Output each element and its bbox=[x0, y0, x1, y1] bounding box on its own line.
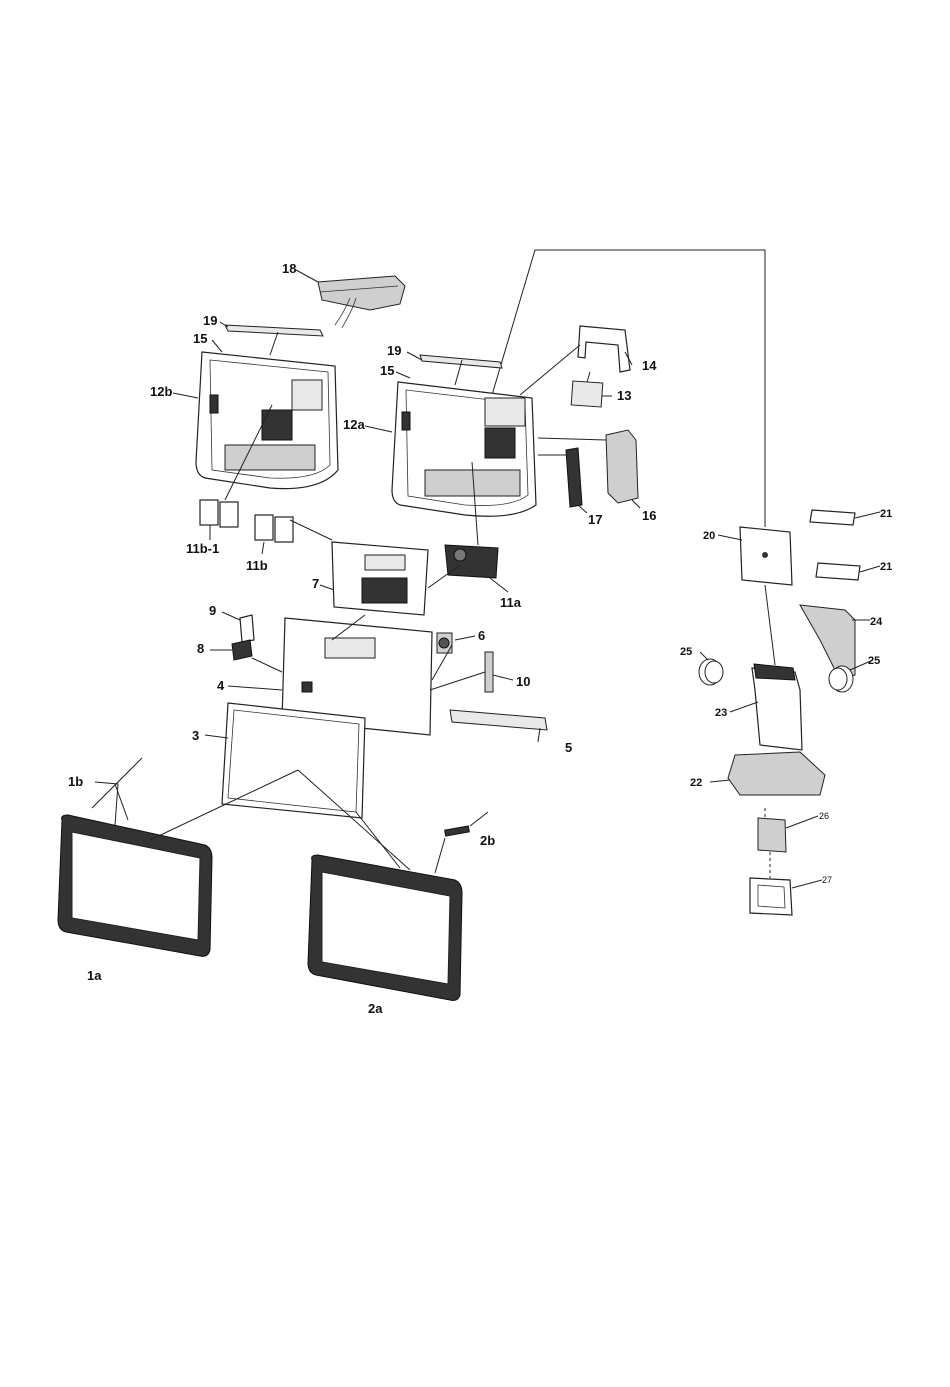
part-11b-1-shields bbox=[200, 500, 238, 527]
part-25-hinge-cap-left bbox=[699, 659, 723, 685]
label-25-left: 25 bbox=[680, 646, 692, 658]
part-20-vesa-plate bbox=[740, 527, 792, 585]
part-13-board bbox=[571, 381, 603, 407]
label-27: 27 bbox=[822, 875, 832, 885]
label-5: 5 bbox=[565, 740, 572, 755]
label-4: 4 bbox=[217, 678, 225, 693]
part-12b-back-cover bbox=[196, 352, 338, 489]
part-2b-badge bbox=[445, 826, 470, 836]
label-7: 7 bbox=[312, 576, 319, 591]
part-11b-shields bbox=[255, 515, 293, 542]
part-14-bracket bbox=[578, 326, 630, 372]
part-25-hinge-cap-right bbox=[829, 666, 853, 692]
label-15-left: 15 bbox=[193, 331, 207, 346]
label-26: 26 bbox=[819, 811, 829, 821]
label-1b: 1b bbox=[68, 774, 83, 789]
label-22: 22 bbox=[690, 777, 702, 789]
part-7-main-board bbox=[332, 542, 428, 615]
label-6: 6 bbox=[478, 628, 485, 643]
label-3: 3 bbox=[192, 728, 199, 743]
part-21-cover-lower bbox=[816, 563, 860, 580]
label-20: 20 bbox=[703, 530, 715, 542]
label-17: 17 bbox=[588, 512, 602, 527]
part-17-vent-grille bbox=[566, 448, 582, 507]
label-2b: 2b bbox=[480, 833, 495, 848]
part-6-speaker bbox=[437, 633, 452, 653]
part-16-side-module bbox=[606, 430, 638, 503]
part-9-clip bbox=[240, 615, 254, 642]
part-19-strip-left bbox=[225, 325, 323, 336]
label-18: 18 bbox=[282, 261, 296, 276]
part-18-top-cover bbox=[318, 276, 405, 328]
label-25-right: 25 bbox=[868, 655, 880, 667]
label-14: 14 bbox=[642, 358, 657, 373]
label-12a: 12a bbox=[343, 417, 365, 432]
label-13: 13 bbox=[617, 388, 631, 403]
label-24: 24 bbox=[870, 616, 883, 628]
part-12a-back-cover bbox=[392, 382, 536, 516]
part-8-bracket bbox=[232, 640, 252, 660]
label-21-upper: 21 bbox=[880, 508, 892, 520]
part-23-stand-neck bbox=[752, 664, 802, 750]
label-11b-1: 11b-1 bbox=[186, 541, 219, 556]
part-3-touch-panel bbox=[222, 703, 365, 818]
label-19-left: 19 bbox=[203, 313, 217, 328]
part-19-strip-right bbox=[420, 355, 502, 368]
label-15-right: 15 bbox=[380, 363, 394, 378]
label-21-lower: 21 bbox=[880, 561, 892, 573]
label-16: 16 bbox=[642, 508, 656, 523]
part-5-rail bbox=[450, 710, 547, 730]
label-12b: 12b bbox=[150, 384, 172, 399]
label-1a: 1a bbox=[87, 968, 102, 983]
label-11a: 11a bbox=[500, 595, 522, 610]
part-10-bar bbox=[485, 652, 493, 692]
label-2a: 2a bbox=[368, 1001, 383, 1016]
part-27-mount-bracket bbox=[750, 878, 792, 915]
part-26-module bbox=[758, 818, 786, 852]
part-21-cover-upper bbox=[810, 510, 855, 525]
part-22-stand-base bbox=[728, 752, 825, 795]
part-11a-heatsink bbox=[445, 545, 498, 578]
label-23: 23 bbox=[715, 707, 727, 719]
label-10: 10 bbox=[516, 674, 530, 689]
label-11b: 11b bbox=[246, 558, 268, 573]
part-2a-front-bezel bbox=[308, 855, 462, 1000]
part-1a-front-bezel bbox=[58, 815, 212, 956]
label-9: 9 bbox=[209, 603, 216, 618]
label-8: 8 bbox=[197, 641, 204, 656]
label-19-right: 19 bbox=[387, 343, 401, 358]
